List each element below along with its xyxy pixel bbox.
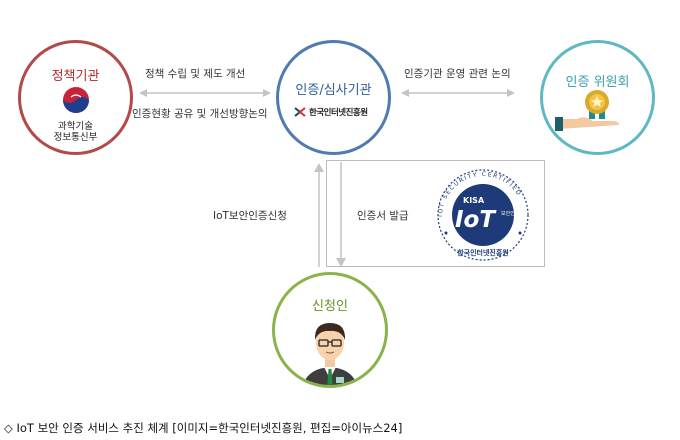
applicant-title: 신청인 <box>312 299 348 314</box>
badge-kisa-text: KISA <box>463 196 485 205</box>
government-emblem-icon <box>63 87 89 113</box>
label-agency-operation: 인증기관 운영 관련 논의 <box>404 68 511 80</box>
badge-ring-bottom-text: 한국인터넷진흥원 <box>457 248 509 257</box>
issuance-arrow <box>336 162 346 267</box>
iot-certified-badge: IOT SECURITY CERTIFIED KISA IoT 보안인증 한국인… <box>437 169 529 261</box>
agency-node: 인증/심사기관 한국인터넷진흥원 <box>276 40 391 155</box>
application-arrow <box>314 163 324 267</box>
award-hand-icon <box>555 90 619 131</box>
committee-title: 인증 위원회 <box>565 75 630 90</box>
policy-title: 정책기관 <box>51 69 100 84</box>
image-caption: ◇ IoT 보안 인증 서비스 추진 체계 [이미지=한국인터넷진흥원, 편집=… <box>4 421 403 435</box>
label-policy-improvement: 정책 수립 및 제도 개선 <box>145 68 246 80</box>
ministry-line-2: 정보통신부 <box>53 132 98 143</box>
kisa-mark-icon <box>294 107 306 117</box>
label-status-sharing: 인증현황 공유 및 개선방향논의 <box>132 108 268 120</box>
badge-iot-text: IoT <box>455 207 497 233</box>
applicant-node: 신청인 <box>272 272 388 388</box>
agency-committee-arrow <box>401 89 515 97</box>
policy-node: 정책기관 과학기술 정보통신부 <box>18 40 133 155</box>
ministry-name: 과학기술 정보통신부 <box>21 121 130 143</box>
person-icon <box>303 323 357 385</box>
policy-agency-arrow <box>139 89 271 97</box>
label-issuance: 인증서 발급 <box>357 210 409 222</box>
committee-node: 인증 위원회 <box>540 40 655 155</box>
label-application: IoT보안인증신청 <box>213 210 287 222</box>
ministry-line-1: 과학기술 <box>58 121 93 132</box>
kisa-logo: 한국인터넷진흥원 <box>294 106 374 118</box>
kisa-logo-text: 한국인터넷진흥원 <box>309 108 368 118</box>
agency-title: 인증/심사기관 <box>295 83 372 98</box>
badge-side-text: 보안인증 <box>501 210 520 217</box>
